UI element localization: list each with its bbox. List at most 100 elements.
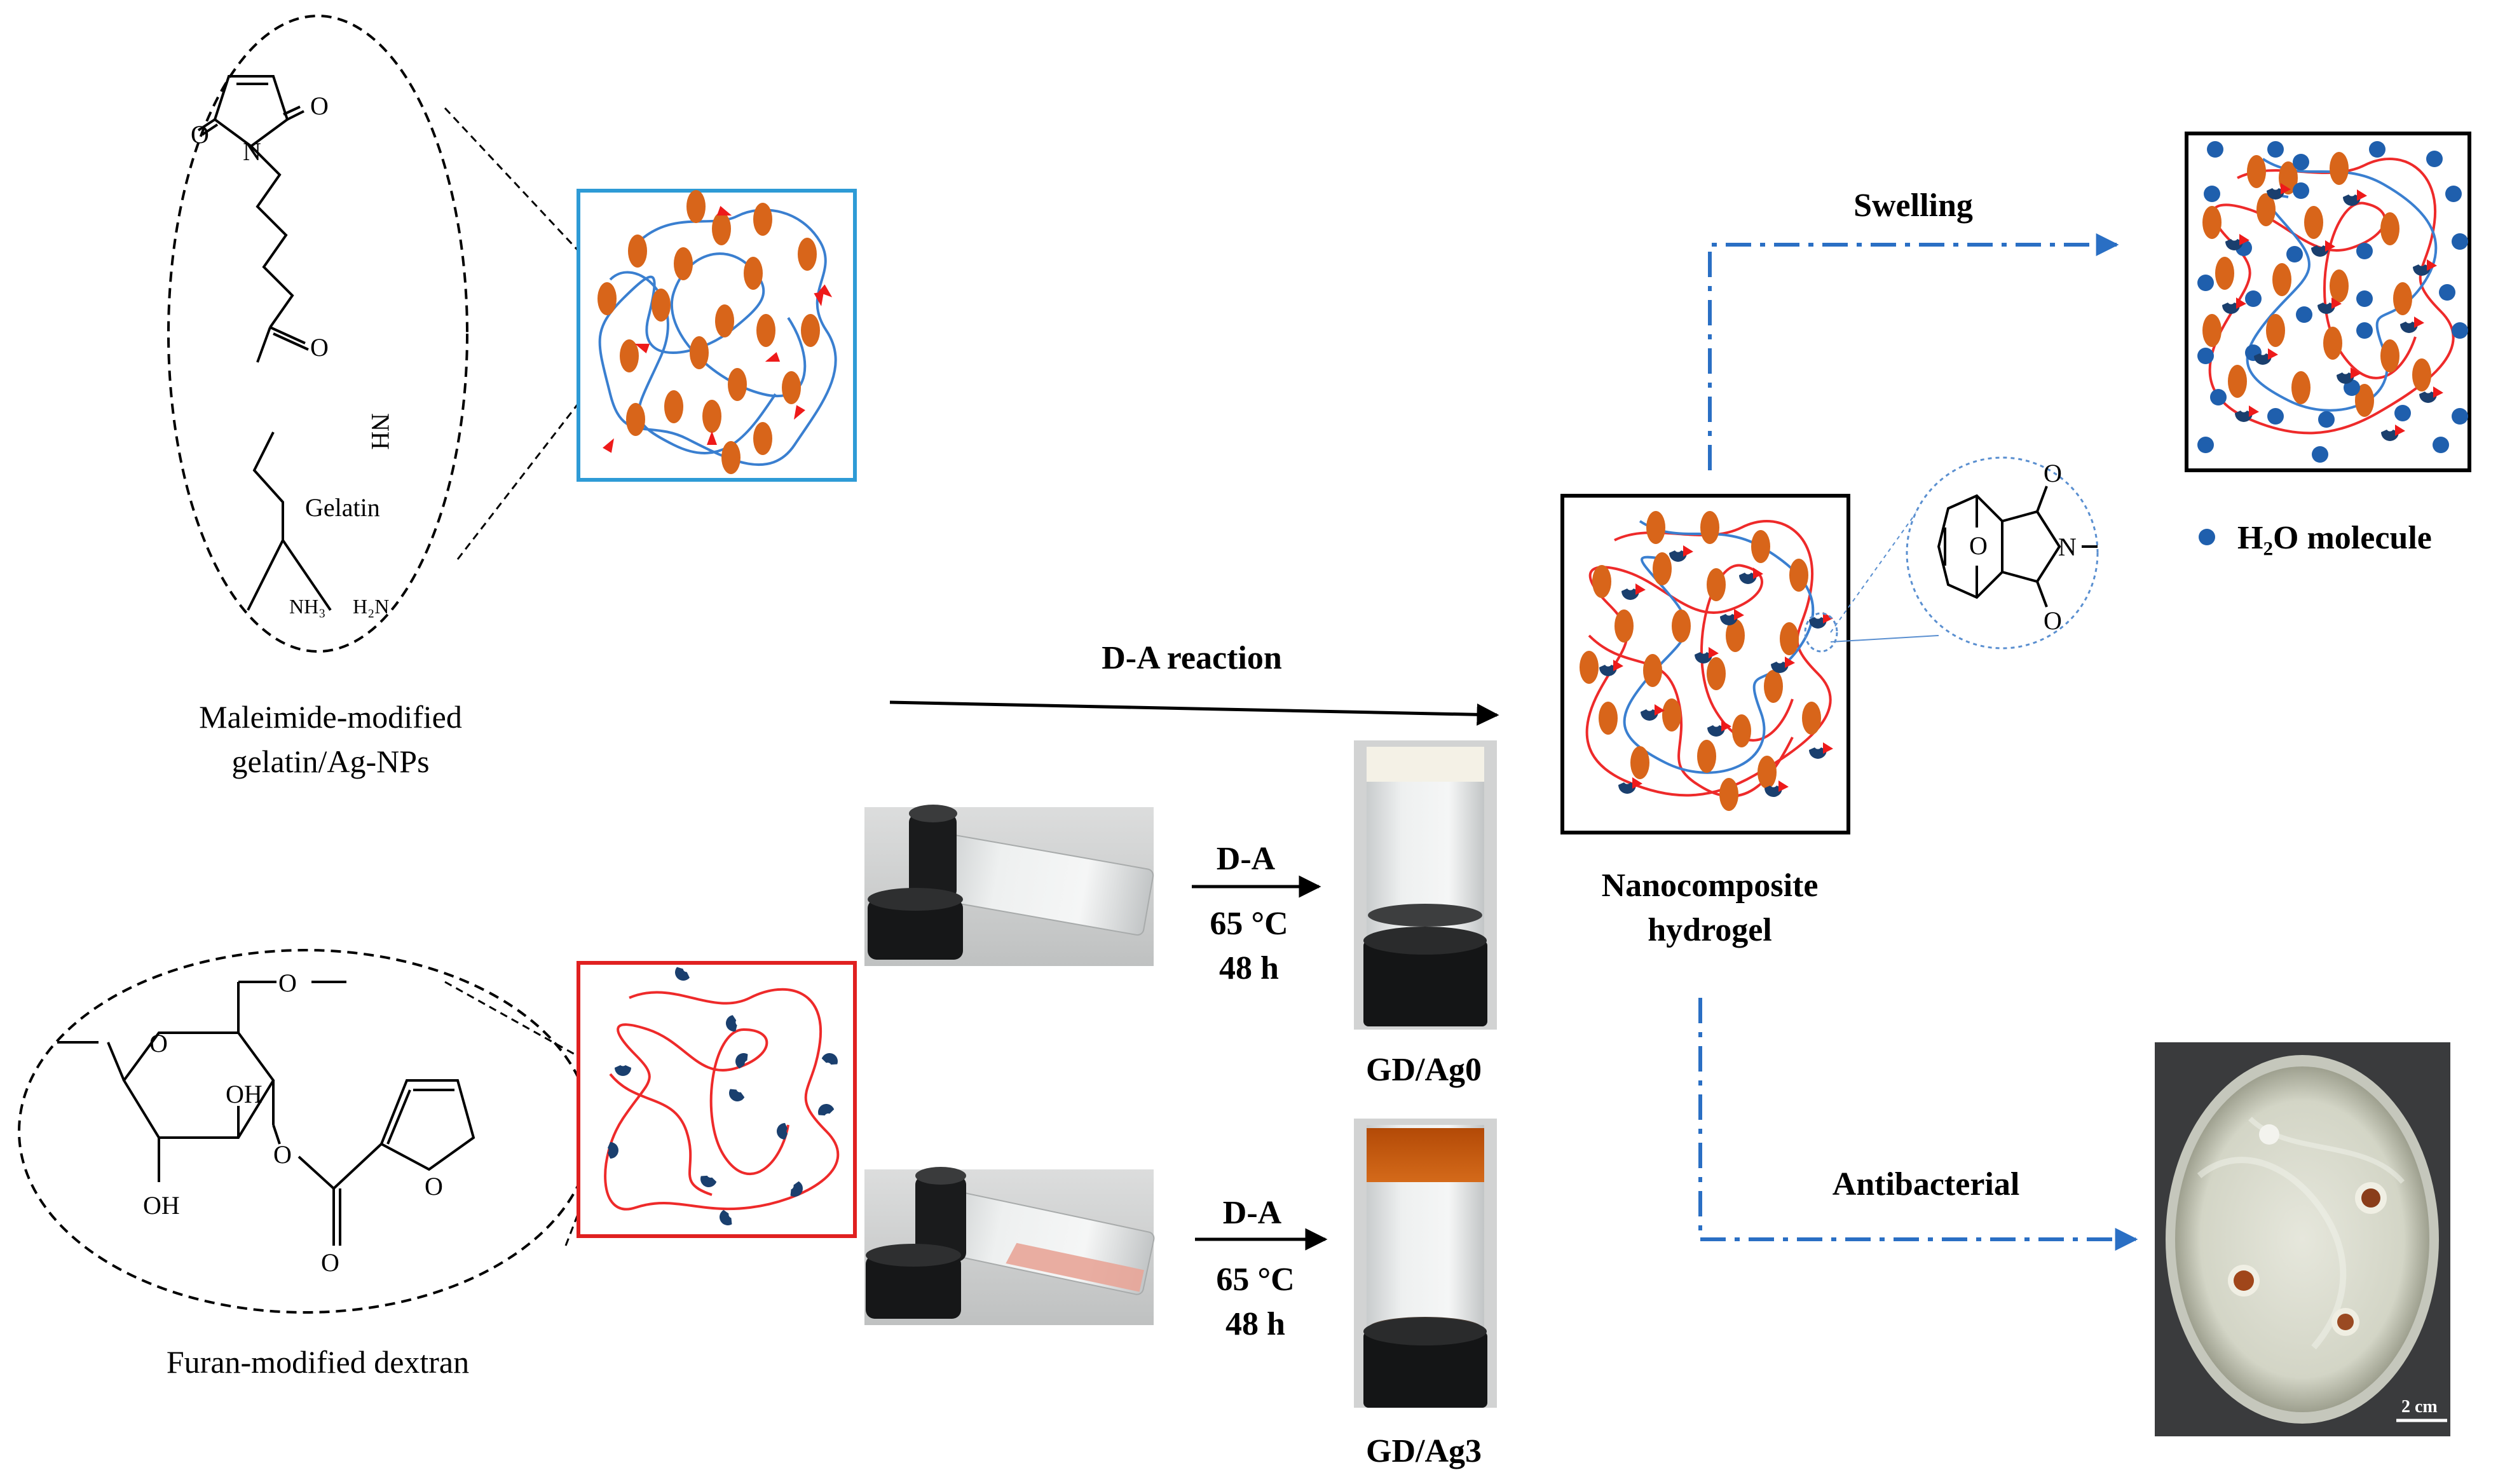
amide-nh: NH (366, 413, 395, 450)
ag-nanoparticle-icon (2323, 327, 2342, 360)
gd-ag0-label: GD/Ag0 (1366, 1052, 1482, 1088)
dextran-ring-oxygen: O (149, 1029, 168, 1058)
da-adduct-icon (2419, 386, 2443, 403)
maleimide-oxygen-2: O (310, 92, 329, 120)
ag-nanoparticle-icon (715, 304, 734, 337)
ag-nanoparticle-icon (2256, 193, 2276, 226)
ag-nanoparticle-icon (2330, 152, 2349, 185)
scale-bar-label: 2 cm (2401, 1397, 2438, 1417)
maleimide-marker-icon (814, 291, 824, 306)
da-adduct-icon (1599, 660, 1623, 676)
maleimide-marker-icon (765, 352, 781, 362)
dextran-chain-2 (609, 1073, 713, 1196)
hydrogel-dextran-chain-2 (1588, 634, 1794, 798)
ag-nanoparticle-icon (690, 336, 709, 369)
dextran-oxygen-1: O (278, 969, 297, 997)
water-molecule-icon (2267, 141, 2284, 158)
da-adduct-icon (1764, 780, 1789, 797)
ag-nanoparticle-icon (2291, 371, 2310, 404)
adduct-nitrogen: N (2058, 533, 2077, 561)
da-adduct-icon (1621, 583, 1646, 600)
furan-group-icon (818, 1104, 835, 1116)
furan-group-icon (726, 1015, 737, 1031)
ag-nanoparticle-icon (744, 257, 763, 290)
dextran-network-box (577, 961, 857, 1238)
water-molecule-icon (2312, 446, 2328, 463)
hydrogel-label-line1: Nanocomposite (1602, 868, 1819, 904)
ag-nanoparticle-group (597, 190, 820, 474)
ag-nanoparticle-icon (1780, 622, 1799, 655)
water-legend: H₂O molecule (2199, 520, 2432, 556)
water-molecule-icon (2452, 408, 2468, 425)
ag-nanoparticle-icon (2412, 358, 2431, 391)
furan-group-icon (777, 1123, 788, 1140)
step1-time: 48 h (1219, 950, 1279, 986)
hydrogel-label-line2: hydrogel (1648, 912, 1772, 948)
ag-nanoparticle-icon (712, 212, 731, 245)
water-molecule-icon (2439, 284, 2455, 301)
step-1-conditions: D-A 65 °C 48 h (1192, 841, 1321, 986)
step-2-conditions: D-A 65 °C 48 h (1195, 1195, 1328, 1342)
furan-group-icon (790, 1181, 803, 1197)
step1-arrow-label: D-A (1217, 841, 1276, 877)
step1-temperature: 65 °C (1210, 906, 1288, 942)
hydrogel-network-box: Nanocomposite hydrogel (1560, 494, 1850, 948)
water-molecule-icon (2452, 322, 2468, 339)
ag-nanoparticle-icon (628, 235, 647, 268)
da-adduct-icon (2337, 367, 2361, 384)
ag-nanoparticle-icon (2380, 212, 2399, 245)
ag-nanoparticle-icon (2228, 365, 2247, 398)
water-molecule-icon (2204, 186, 2220, 202)
ag-nanoparticle-icon (1630, 746, 1649, 779)
gelatin-label-line2: gelatin/Ag-NPs (231, 744, 429, 779)
ag-nanoparticle-icon (1599, 702, 1618, 735)
gd-ag3-label: GD/Ag3 (1366, 1433, 1482, 1469)
furan-oxygen: O (425, 1172, 443, 1201)
ag-nanoparticle-icon (2393, 282, 2412, 315)
swelling-label: Swelling (1853, 187, 1973, 224)
water-molecule-icon (2210, 389, 2227, 405)
ag-nanoparticle-icon (1614, 609, 1634, 643)
da-adduct-icon (1739, 568, 1763, 584)
ag-nanoparticle-icon (702, 400, 721, 433)
furan-group-set (608, 967, 838, 1225)
ag-nanoparticle-icon (1732, 714, 1751, 747)
swollen-ag-group (2202, 152, 2431, 417)
ag-nanoparticle-icon (2355, 384, 2374, 417)
ag-nanoparticle-icon (756, 314, 775, 347)
ag-nanoparticle-icon (1580, 651, 1599, 684)
ag-nanoparticle-icon (1764, 670, 1783, 703)
ag-nanoparticle-icon (801, 314, 820, 347)
ag-nanoparticle-icon (1653, 552, 1672, 585)
water-molecule-icon (2433, 437, 2449, 453)
water-molecule-icon (2394, 405, 2411, 421)
ag-nanoparticle-icon (2272, 263, 2291, 296)
furan-group-icon (675, 967, 690, 981)
water-legend-text: H₂O molecule (2237, 520, 2432, 556)
da-adduct-icon (2413, 259, 2437, 276)
ag-nanoparticle-icon (1700, 511, 1719, 544)
ag-nanoparticle-icon (626, 403, 645, 436)
furan-group-icon (821, 1053, 838, 1065)
da-adduct-icon (2254, 348, 2278, 365)
da-adduct-icon (2225, 234, 2249, 250)
swollen-adduct-group (2222, 183, 2443, 441)
furan-group-icon (608, 1142, 618, 1159)
bridge-oxygen: O (1969, 531, 1988, 560)
water-molecule-icon (2197, 348, 2214, 364)
ag-nanoparticle-icon (1643, 654, 1662, 687)
water-molecule-icon (2197, 437, 2214, 453)
da-adduct-icon (1641, 704, 1665, 721)
water-molecule-icon (2286, 246, 2303, 262)
maleimide-marker-icon (603, 438, 614, 453)
ag-nanoparticle-icon (1672, 609, 1691, 643)
step2-time: 48 h (1225, 1306, 1285, 1342)
swelling-path: Swelling (1708, 187, 2119, 470)
water-molecule-icon (2426, 151, 2443, 167)
petri-dish-photo: 2 cm (2155, 1042, 2450, 1436)
antibacterial-path: Antibacterial (1698, 998, 2138, 1251)
ag-nanoparticle-icon (2380, 339, 2399, 372)
maleimide-oxygen-1: O (191, 120, 209, 149)
da-adduct-icon (2222, 297, 2246, 314)
